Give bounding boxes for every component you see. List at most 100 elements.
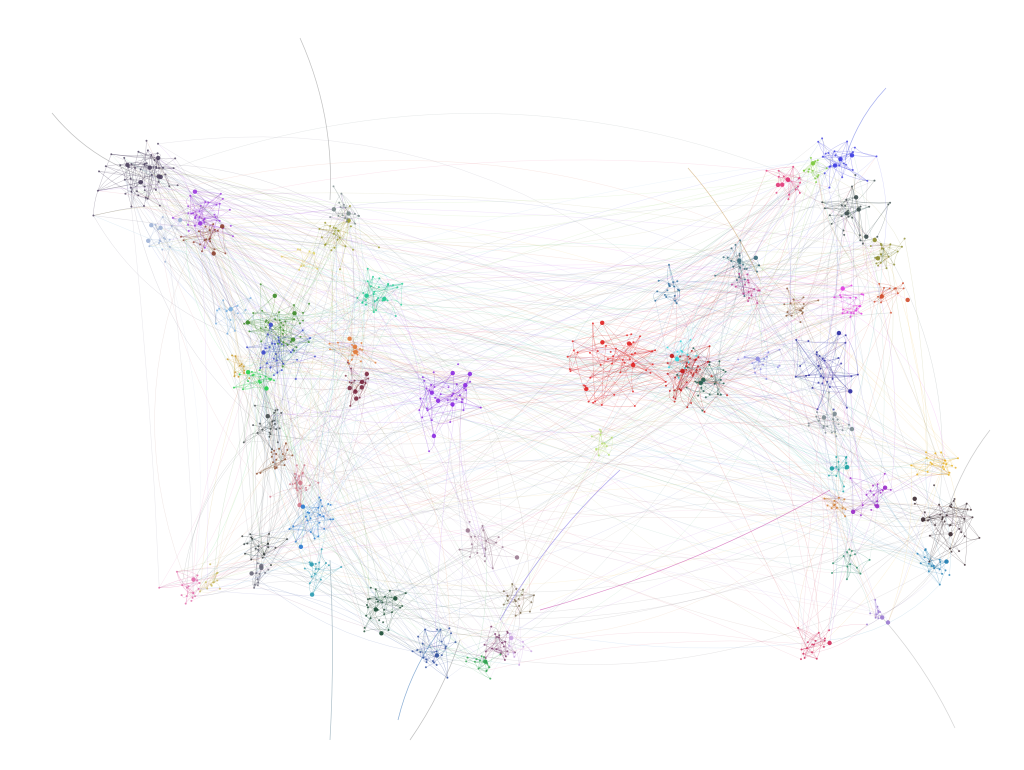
graph-node [192, 591, 195, 594]
graph-node [466, 656, 469, 659]
intra-cluster-edge [234, 356, 236, 377]
graph-node [218, 202, 221, 205]
graph-node [821, 357, 824, 360]
intra-cluster-edge [829, 363, 842, 388]
graph-node [633, 405, 636, 407]
graph-node [828, 629, 831, 632]
graph-node [862, 293, 865, 296]
graph-node [330, 249, 333, 252]
graph-node [878, 282, 881, 285]
graph-node [792, 298, 795, 301]
graph-node [824, 431, 827, 434]
graph-node [449, 421, 452, 423]
graph-node [318, 561, 321, 564]
graph-node [518, 663, 521, 666]
intra-cluster-edge [426, 647, 446, 663]
graph-node [787, 198, 790, 201]
intra-cluster-edge [138, 184, 178, 196]
intra-cluster-edge [366, 283, 403, 296]
graph-node [832, 562, 834, 565]
intra-cluster-edge [828, 469, 839, 477]
graph-node [929, 461, 932, 464]
intra-cluster-edge [342, 215, 359, 219]
intra-cluster-edge [935, 453, 944, 467]
graph-node [286, 449, 289, 451]
inter-cluster-edge [265, 340, 279, 377]
intra-cluster-edge [803, 159, 818, 171]
intra-cluster-edge [702, 394, 722, 411]
intra-cluster-edge [422, 629, 426, 644]
inter-cluster-edge [247, 372, 383, 603]
intra-cluster-edge [880, 293, 898, 303]
intra-cluster-edge [841, 206, 870, 217]
graph-node [178, 217, 183, 223]
graph-node [685, 381, 688, 384]
intra-cluster-edge [680, 341, 685, 353]
intra-cluster-edge [747, 279, 760, 291]
graph-node [739, 266, 742, 269]
intra-cluster-edge [744, 356, 780, 366]
inter-cluster-edge [245, 309, 266, 328]
intra-cluster-edge [323, 516, 331, 521]
graph-node [288, 528, 291, 530]
intra-cluster-edge [808, 332, 840, 376]
intra-cluster-edge [507, 583, 514, 601]
graph-node [747, 281, 750, 284]
intra-cluster-edge [920, 559, 940, 564]
inter-cluster-edge [590, 247, 732, 378]
intra-cluster-edge [815, 354, 824, 379]
intra-cluster-edge [270, 360, 278, 368]
intra-cluster-edge [931, 463, 953, 469]
graph-node [887, 255, 890, 258]
intra-cluster-edge [253, 573, 260, 588]
graph-node [594, 400, 597, 403]
intra-cluster-edge [778, 170, 800, 179]
graph-node [418, 409, 421, 412]
graph-node [512, 651, 515, 654]
inter-cluster-edge [238, 362, 430, 391]
intra-cluster-edge [824, 497, 845, 500]
intra-cluster-edge [339, 220, 349, 270]
graph-node [329, 518, 332, 521]
graph-node [278, 319, 281, 322]
intra-cluster-edge [693, 347, 722, 395]
graph-node [854, 174, 857, 176]
intra-cluster-edge [333, 205, 351, 228]
intra-cluster-edge [881, 245, 895, 265]
inter-cluster-edge [300, 546, 825, 649]
intra-cluster-edge [876, 489, 891, 502]
graph-node [504, 655, 507, 658]
intra-cluster-edge [269, 337, 311, 348]
intra-cluster-edge [361, 276, 374, 304]
graph-node [674, 376, 677, 379]
intra-cluster-edge [592, 336, 641, 403]
inter-cluster-edge [834, 413, 912, 466]
intra-cluster-edge [601, 364, 653, 406]
graph-node [883, 286, 885, 289]
intra-cluster-edge [802, 300, 819, 309]
graph-node [845, 578, 848, 581]
graph-node [238, 373, 241, 376]
intra-cluster-edge [810, 157, 818, 177]
graph-node [722, 382, 725, 385]
intra-cluster-edge [222, 300, 236, 332]
intra-cluster-edge [739, 267, 746, 280]
intra-cluster-edge [130, 178, 134, 192]
intra-cluster-edge [250, 538, 253, 560]
graph-node [256, 584, 259, 587]
intra-cluster-edge [926, 457, 953, 467]
intra-cluster-edge [853, 500, 878, 513]
graph-node [677, 288, 679, 291]
graph-node [668, 389, 671, 392]
graph-node [213, 228, 216, 231]
inter-cluster-edge [298, 476, 320, 563]
intra-cluster-edge [147, 174, 153, 199]
graph-node [319, 499, 322, 501]
intra-cluster-edge [598, 437, 613, 456]
graph-node [805, 374, 807, 377]
graph-node [275, 453, 278, 455]
graph-node [278, 447, 281, 450]
graph-node [273, 419, 276, 422]
intra-cluster-edge [483, 530, 486, 549]
intra-cluster-edge [283, 321, 288, 343]
